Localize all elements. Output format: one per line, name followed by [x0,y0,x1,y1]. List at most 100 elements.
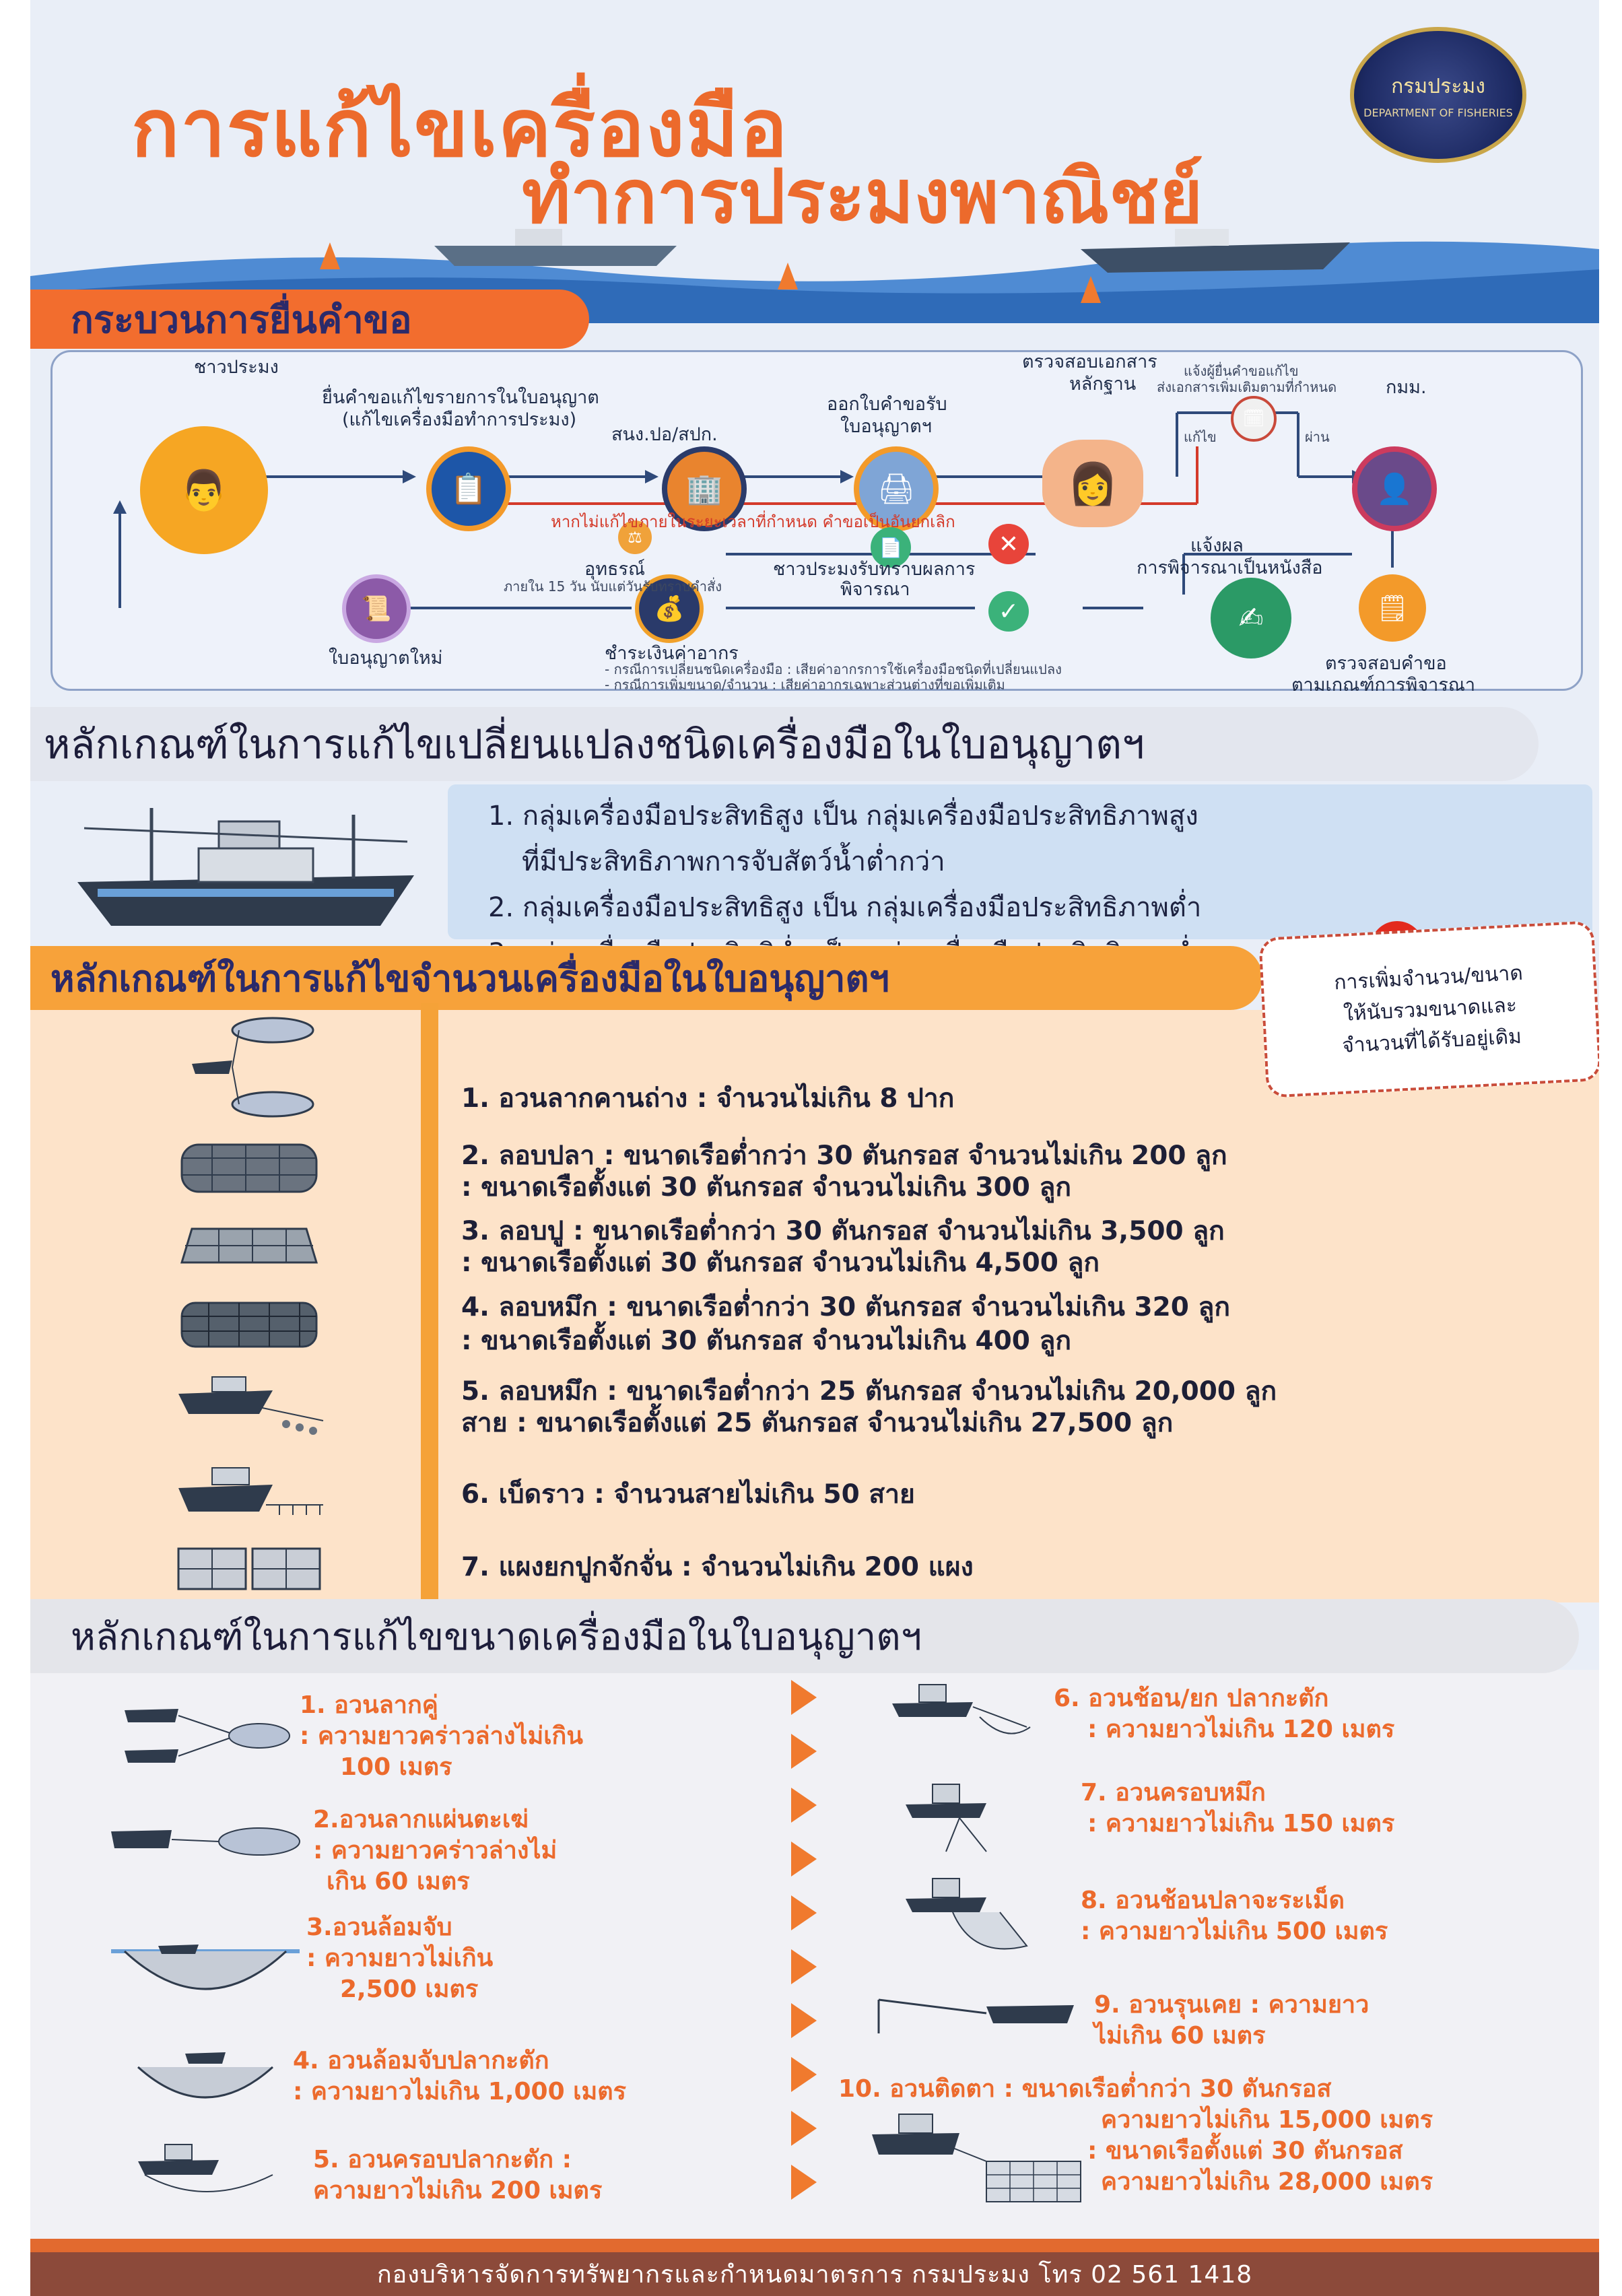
size-right-10-title: 10. อวนติดตา : ขนาดเรือต่ำกว่า 30 ตันกรอ… [838,2075,1332,2103]
process-flow: 👨 📋 🏢 🖨 👩 👤 🗓 🗒 ✍ ✕ ✓ 📄 💰 📜 ⚖ ชาวประมง ย… [50,350,1583,696]
size-left-3-title: 3.อวนล้อมจับ [306,1914,452,1941]
department-seal: กรมประมง DEPARTMENT OF FISHERIES [1350,27,1526,163]
beam-trawl-icon [192,1017,314,1118]
size-right-8: 8. อวนช้อนปลาจะระเม็ด : ความยาวไม่เกิน 5… [1081,1885,1388,1947]
quantity-item-3b: : ขนาดเรือตั้งแต่ 30 ตันกรอส จำนวนไม่เกิ… [461,1248,1100,1278]
size-right-6: 6. อวนช้อน/ยก ปลากะตัก : ความยาวไม่เกิน … [1054,1683,1394,1745]
acknowledge-label: ชาวประมงรับทราบผลการ [773,559,976,580]
size-banner: หลักเกณฑ์ในการแก้ไขขนาดเครื่องมือในใบอนุ… [30,1599,1579,1673]
size-left-1-title: 1. อวนลากคู่ [300,1691,438,1719]
coin-icon: 💰 [654,595,685,623]
chevron-right-icon [791,1734,817,1769]
crab-lift-net-icon [177,1547,321,1590]
size-left-3: 3.อวนล้อมจับ : ความยาวไม่เกิน 2,500 เมตร [306,1912,493,2005]
approve-node: ✓ [988,591,1029,632]
size-left-4-rule: : ความยาวไม่เกิน 1,000 เมตร [293,2078,626,2105]
issue-label-2: ใบอนุญาตฯ [840,416,932,437]
size-left-5: 5. อวนครอบปลากะตัก : ความยาวไม่เกิน 200 … [313,2145,602,2206]
official-icon: 👤 [1376,472,1413,506]
size-right-7-rule: : ความยาวไม่เกิน 150 เมตร [1087,1810,1395,1837]
squid-line-trap-boat-icon [178,1376,324,1435]
office-label: สนง.ปอ/สปก. [611,424,718,445]
department-node: 👤 [1352,446,1437,531]
chevron-right-icon [791,1949,817,1984]
size-right-10-rule-b: ความยาวไม่เกิน 28,000 เมตร [1101,2168,1433,2196]
submit-sub-label: (แก้ไขเครื่องมือทำการประมง) [342,409,577,430]
size-right-9: 9. อวนรุนเคย : ความยาว ไม่เกิน 60 เมตร [1094,1990,1369,2052]
gavel-icon: ⚖ [628,528,642,547]
quantity-item-5b: สาย : ขนาดเรือตั้งแต่ 25 ตันกรอส จำนวนไม… [461,1408,1174,1438]
anchovy-lift-net-icon [892,1684,1031,1734]
quantity-item-2a: 2. ลอบปลา : ขนาดเรือต่ำกว่า 30 ตันกรอส จ… [461,1141,1227,1171]
notify-doc-node: 🗓 [1231,396,1277,442]
quantity-item-6: 6. เบ็ดราว : จำนวนสายไม่เกิน 50 สาย [461,1479,915,1510]
otter-board-trawl-icon [111,1827,300,1856]
quantity-item-4a: 4. ลอบหมึก : ขนาดเรือต่ำกว่า 30 ตันกรอส … [461,1292,1231,1322]
size-right-10-sub-b: : ขนาดเรือตั้งแต่ 30 ตันกรอส [1087,2137,1403,2165]
check-label-2: หลักฐาน [1069,374,1137,395]
fee-node: 💰 [635,574,704,643]
chevron-right-icon [791,2057,817,2092]
pair-trawl-icon [125,1709,290,1763]
size-right-6-rule: : ความยาวไม่เกิน 120 เมตร [1087,1716,1395,1743]
quantity-item-3a: 3. ลอบปู : ขนาดเรือต่ำกว่า 30 ตันกรอส จำ… [461,1216,1225,1246]
type-rule-1: 1. กลุ่มเครื่องมือประสิทธิสูง เป็น กลุ่ม… [488,801,1198,832]
fisher-node: 👨 [140,426,268,554]
fish-trap-icon [180,1143,318,1193]
quantity-item-2b: : ขนาดเรือตั้งแต่ 30 ตันกรอส จำนวนไม่เกิ… [461,1172,1072,1203]
quantity-item-7: 7. แผงยกปูกจักจั่น : จำนวนไม่เกิน 200 แผ… [461,1552,974,1582]
quantity-item-5a: 5. ลอบหมึก : ขนาดเรือต่ำกว่า 25 ตันกรอส … [461,1376,1277,1407]
pass-label: ผ่าน [1305,429,1330,445]
close-icon: ✕ [998,530,1019,558]
chevron-right-icon [791,1895,817,1930]
size-right-7-title: 7. อวนครอบหมึก [1081,1779,1266,1807]
chevron-right-icon [791,1680,817,1715]
infographic-page: การแก้ไขเครื่องมือ ทำการประมงพาณิชย์ กรม… [30,0,1599,2296]
building-icon: 🏢 [685,472,723,506]
footer-accent [30,2239,1599,2254]
quantity-item-1: 1. อวนลากคานถ่าง : จำนวนไม่เกิน 8 ปาก [461,1083,955,1114]
footer: กองบริหารจัดการทรัพยากรและกำหนดมาตรการ ก… [30,2252,1599,2296]
seal-text: กรมประมง [1391,75,1485,98]
anchovy-falling-net-icon [138,2144,273,2192]
size-left-2-rule: : ความยาวคร่าวล่างไม่ [313,1837,557,1864]
quantity-note: การเพิ่มจำนวน/ขนาด ให้นับรวมขนาดและ จำนว… [1258,920,1599,1098]
document-icon: 🗒 [1376,593,1409,623]
issue-label: ออกใบคำขอรับ [827,394,947,415]
printer-icon: 🖨 [877,472,915,506]
crab-trap-icon [180,1227,318,1264]
certificate-icon: 📜 [361,595,392,623]
seal-subtext: DEPARTMENT OF FISHERIES [1363,106,1513,119]
fee-note-1: - กรณีการเปลี่ยนชนิดเครื่องมือ : เสียค่า… [605,661,1062,677]
size-left-5-title: 5. อวนครอบปลากะตัก : [313,2146,572,2173]
notepad-icon: ✍ [1238,601,1264,636]
cancel-warning: หากไม่แก้ไขภายในระยะเวลาที่กำหนด คำขอเป็… [551,512,955,531]
officer-icon: 👩 [1067,460,1118,508]
review-node: 🗒 [1359,574,1426,642]
inform-label-2: การพิจารณาเป็นหนังสือ [1137,558,1323,578]
pomfret-lift-net-icon [906,1878,1028,1950]
size-left-4-title: 4. อวนล้อมจับปลากะตัก [293,2047,549,2074]
doc-check-icon: 📄 [879,536,903,559]
type-rule-1-cont: ที่มีประสิทธิภาพการจับสัตว์น้ำต่ำกว่า [522,846,945,877]
new-license-label: ใบอนุญาตใหม่ [329,648,443,669]
review-label-2: ตามเกณฑ์การพิจารณา [1291,675,1476,696]
check-icon: ✓ [998,597,1019,626]
size-right-7: 7. อวนครอบหมึก : ความยาวไม่เกิน 150 เมตร [1081,1778,1394,1839]
type-rule-2: 2. กลุ่มเครื่องมือประสิทธิสูง เป็น กลุ่ม… [488,892,1202,923]
size-right-8-rule: : ความยาวไม่เกิน 500 เมตร [1081,1918,1388,1945]
title-line-1: การแก้ไขเครื่องมือ [131,81,789,174]
check-label: ตรวจสอบเอกสาร [1022,351,1157,372]
process-banner: กระบวนการยื่นคำขอ [30,290,589,349]
fisher-icon: 👨 [179,467,229,513]
fix-label: แก้ไข [1184,429,1217,445]
acknowledge-label-2: พิจารณา [840,579,910,600]
push-net-icon [877,1998,1074,2033]
size-left-1: 1. อวนลากคู่ : ความยาวคร่าวล่างไม่เกิน 1… [300,1690,583,1783]
chevron-right-icon [791,1788,817,1823]
new-license-node: 📜 [342,574,411,643]
size-right-10: 10. อวนติดตา : ขนาดเรือต่ำกว่า 30 ตันกรอ… [838,2074,1433,2198]
size-left-1-rule: : ความยาวคร่าวล่างไม่เกิน [300,1722,583,1750]
chevron-right-icon [791,1842,817,1877]
flow-arrows [113,411,1394,615]
